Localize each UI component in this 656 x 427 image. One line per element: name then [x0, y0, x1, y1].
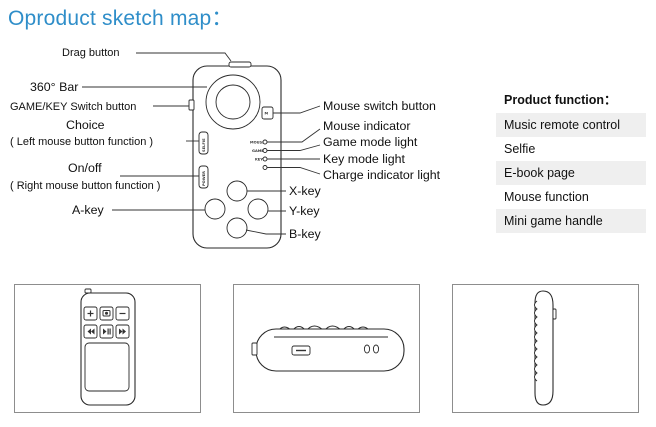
product-function-heading: Product function： — [504, 93, 617, 107]
key-mode-light — [262, 156, 268, 162]
back-view-frame — [14, 284, 201, 413]
onoff-label-line1: On/off — [68, 161, 102, 175]
game-key-switch-label: GAME/KEY Switch button — [10, 101, 136, 113]
selfie-mark: SELFIE — [202, 138, 206, 152]
page-title: Oproduct sketch map： — [8, 7, 233, 30]
game-key-switch — [188, 99, 195, 111]
side-view-button — [552, 308, 557, 320]
back-view-panel — [84, 342, 130, 392]
b-key — [226, 217, 248, 239]
bottom-view-led-right — [372, 344, 380, 354]
side-view-bumps — [534, 300, 538, 382]
game-light-mark: GAME — [252, 149, 264, 153]
b-key-leader — [245, 229, 286, 235]
product-function-item: Mini game handle — [496, 209, 646, 233]
joystick-inner — [215, 84, 251, 120]
a-key — [204, 198, 226, 220]
back-view-drawing — [80, 288, 136, 406]
product-function-item: Mouse function — [504, 190, 589, 204]
mouse-switch-label: Mouse switch button — [323, 99, 436, 113]
drag-button — [228, 61, 252, 68]
power-mark: POWER — [202, 171, 206, 186]
power-button — [198, 165, 209, 189]
bottom-view-frame — [233, 284, 420, 413]
onoff-label-line2: ( Right mouse button function ) — [10, 180, 160, 192]
choice-label-line1: Choice — [66, 118, 105, 132]
product-function-item: Music remote control — [496, 113, 646, 137]
mouse-indicator-leader — [267, 128, 321, 143]
product-function-panel: Product function： Music remote control S… — [496, 84, 646, 233]
a-key-label: A-key — [72, 203, 104, 217]
key-mode-label: Key mode light — [323, 152, 406, 166]
mouse-light-mark: MOUSE — [250, 141, 265, 145]
mouse-indicator-light — [262, 139, 268, 145]
bottom-view-clip — [251, 342, 258, 356]
bottom-view-body — [255, 328, 405, 372]
key-light-mark: KEY — [255, 158, 263, 162]
back-view-top-button — [84, 288, 92, 294]
choice-label-line2: ( Left mouse button function ) — [10, 136, 153, 148]
game-mode-leader — [267, 144, 321, 151]
previous-icon — [87, 328, 95, 335]
bottom-view-drawing — [251, 325, 405, 372]
play-pause-icon — [103, 328, 111, 335]
product-function-item: E-book page — [496, 161, 646, 185]
y-key-label: Y-key — [289, 204, 320, 218]
charge-indicator-leader — [267, 167, 321, 175]
camera-icon — [102, 310, 111, 317]
charge-indicator-light — [262, 165, 268, 170]
mouse-indicator-label: Mouse indicator — [323, 119, 410, 133]
x-key — [226, 180, 248, 202]
charge-indicator-label: Charge indicator light — [323, 168, 441, 182]
next-icon — [119, 328, 126, 335]
controller-front-diagram: M SELFIE POWER MOUSE GAME KEY Drag butto… — [10, 47, 441, 249]
mouse-switch-mark: M — [265, 112, 269, 116]
game-mode-label: Game mode light — [323, 135, 418, 149]
bottom-view-led-left — [363, 344, 371, 354]
side-view-drawing — [534, 290, 557, 406]
side-view-body — [534, 290, 554, 406]
side-view-frame — [452, 284, 639, 413]
bar-360-label: 360° Bar — [30, 80, 78, 94]
drag-button-label: Drag button — [62, 47, 119, 59]
game-mode-light — [262, 148, 268, 153]
plus-icon — [87, 310, 94, 317]
y-key — [247, 198, 269, 220]
b-key-label: B-key — [289, 227, 321, 241]
drag-button-leader — [136, 52, 232, 62]
mouse-switch-leader — [273, 105, 321, 114]
product-function-item: Selfie — [504, 142, 536, 156]
selfie-button — [198, 131, 209, 155]
x-key-label: X-key — [289, 184, 321, 198]
